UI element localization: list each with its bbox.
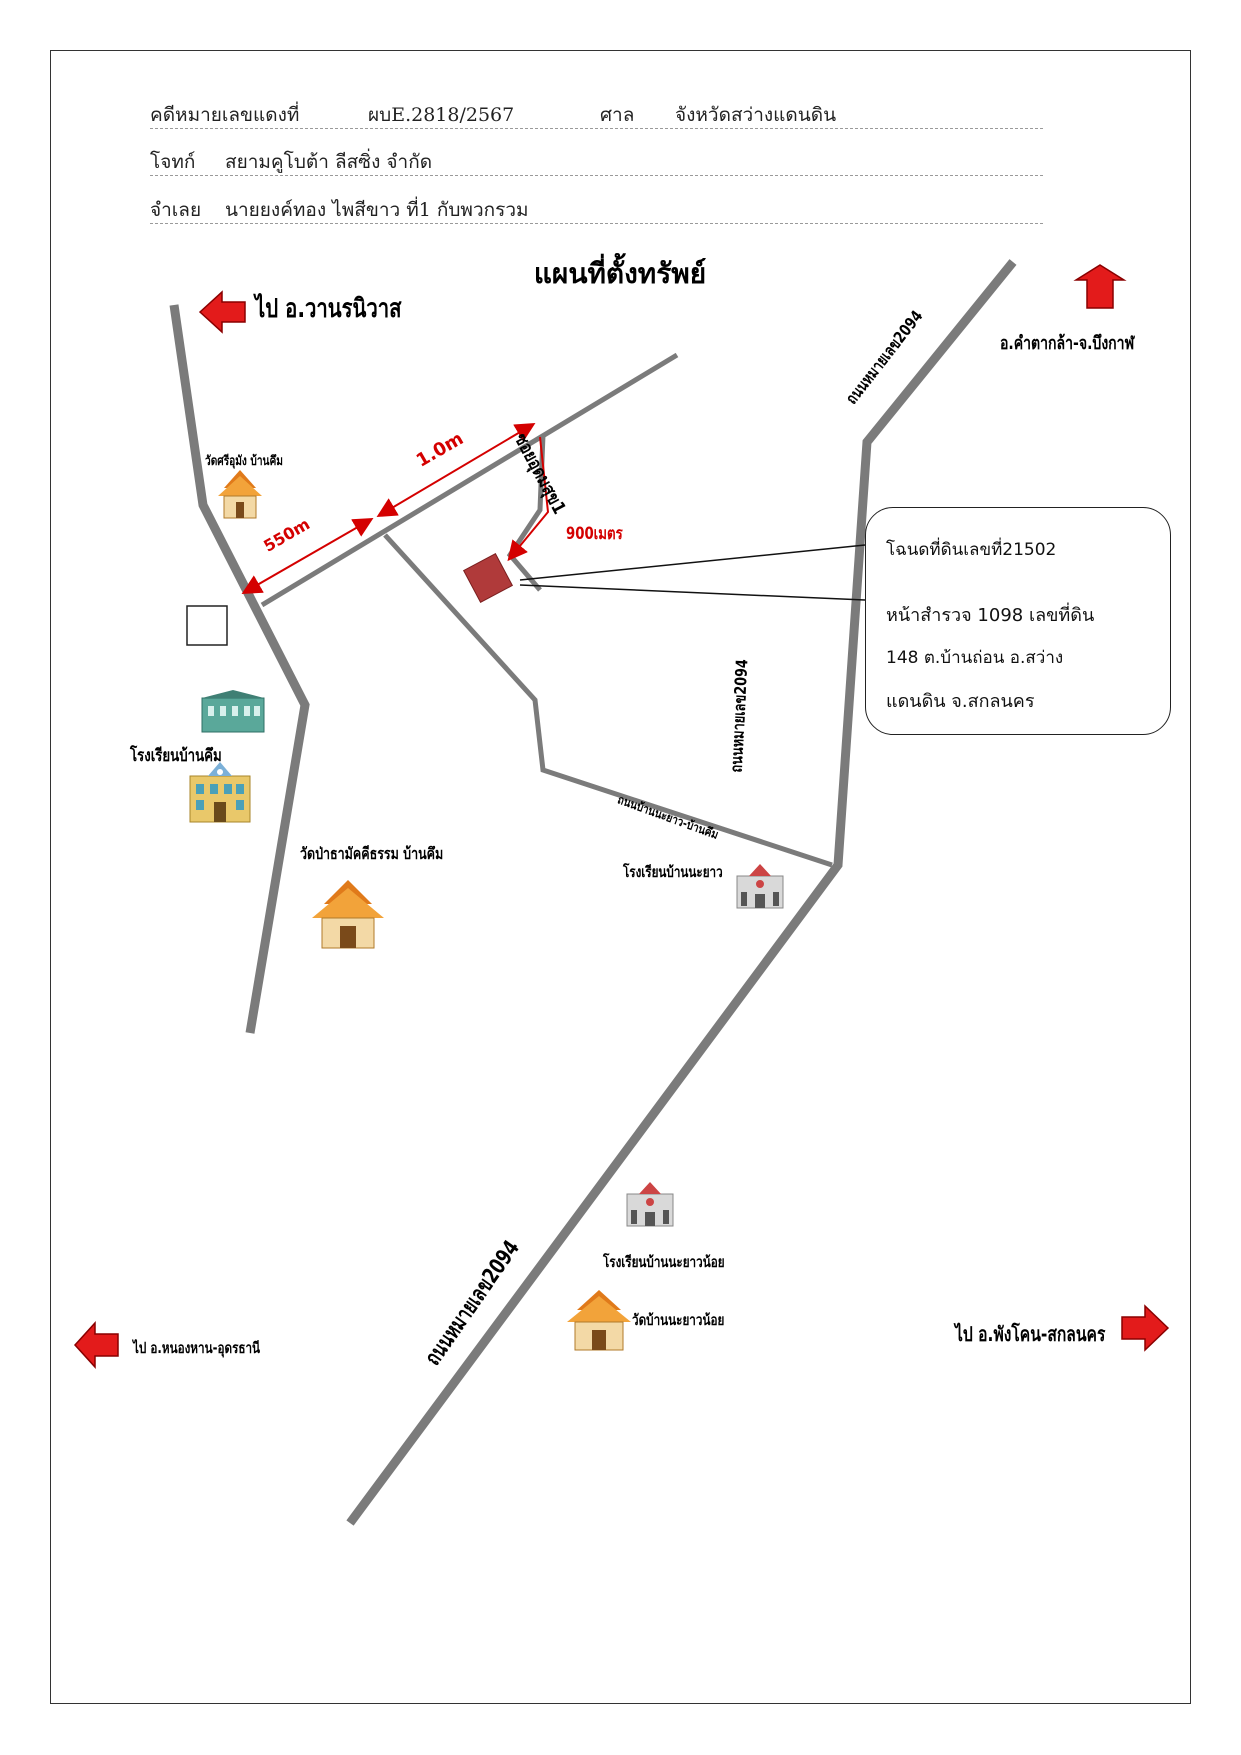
deed-line-1: โฉนดที่ดินเลขที่21502 — [886, 540, 1057, 560]
school-building-icon — [626, 1182, 674, 1227]
plaintiff-line: โจทก์ สยามคูโบต้า ลีสซิ่ง จำกัด — [150, 145, 1043, 176]
arrow-left-icon-bottom — [73, 1321, 119, 1369]
school-building-icon — [201, 690, 265, 733]
soi-road — [506, 434, 546, 592]
pointer-line-2 — [519, 584, 866, 601]
page-frame — [50, 50, 1191, 1704]
deed-line-2: หน้าสำรวจ 1098 เลขที่ดิน — [886, 605, 1095, 626]
school-building-icon — [189, 762, 251, 823]
landmark-label-school-2: โรงเรียนบ้านนะยาว — [623, 863, 723, 881]
defendant-line: จำเลย นายยงค์ทอง ไพสีขาว ที่1 กับพวกรวม — [150, 193, 1043, 224]
arrow-left-icon-top — [198, 290, 246, 334]
deed-line-3: 148 ต.บ้านถ่อน อ.สว่าง — [886, 648, 1064, 668]
direction-south-east: ไป อ.พังโคน-สกลนคร — [955, 1322, 1106, 1346]
plaintiff-name: สยามคูโบต้า ลีสซิ่ง จำกัด — [225, 151, 433, 173]
distance-label-900: 900เมตร — [566, 524, 623, 544]
deed-line-4: แดนดิน จ.สกลนคร — [886, 691, 1035, 712]
direction-north-east: อ.คำตากล้า-จ.บึงกาฬ — [1000, 333, 1135, 354]
highway-2094 — [346, 259, 1017, 1526]
distance-arrow-1km — [376, 422, 536, 518]
defendant-name: นายยงค์ทอง ไพสีขาว ที่1 กับพวกรวม — [225, 199, 529, 221]
landmark-label-temple-2: วัดป่าธามัคคีธรรม บ้านคึม — [300, 844, 444, 863]
west-road — [169, 304, 310, 1034]
temple-icon — [567, 1290, 631, 1351]
defendant-label: จำเลย — [150, 199, 202, 221]
direction-south-west: ไป อ.หนองหาน-อุดรธานี — [133, 1339, 261, 1357]
case-number: ผบE.2818/2567 — [368, 104, 515, 126]
distance-arrow-550 — [241, 518, 374, 594]
map-title: แผนที่ตั้งทรัพย์ — [533, 257, 707, 290]
temple-icon — [218, 470, 262, 519]
empty-square-marker — [186, 605, 228, 646]
local-road — [383, 533, 833, 868]
distance-arrow-900 — [507, 436, 550, 562]
deed-info-box: โฉนดที่ดินเลขที่21502 หน้าสำรวจ 1098 เลข… — [865, 507, 1171, 735]
direction-north-west: ไป อ.วานรนิวาส — [255, 294, 402, 324]
arrow-up-icon — [1073, 264, 1127, 309]
landmark-label-temple-1: วัดศรีอุมัง บ้านคึม — [205, 454, 283, 469]
court-name: จังหวัดสว่างแดนดิน — [675, 104, 837, 126]
landmark-label-school-1: โรงเรียนบ้านคึม — [130, 746, 222, 766]
temple-icon — [312, 880, 384, 949]
property-marker-icon — [462, 552, 514, 604]
arrow-right-icon — [1121, 1304, 1170, 1352]
court-label: ศาล — [600, 104, 635, 126]
school-building-icon — [736, 864, 784, 909]
landmark-label-temple-3: วัดบ้านนะยาวน้อย — [632, 1311, 725, 1329]
pointer-line-1 — [519, 544, 866, 581]
landmark-label-school-3: โรงเรียนบ้านนะยาวน้อย — [603, 1253, 725, 1271]
case-line: คดีหมายเลขแดงที่ ผบE.2818/2567 ศาล จังหว… — [150, 98, 1043, 129]
plaintiff-label: โจทก์ — [150, 151, 196, 173]
case-label: คดีหมายเลขแดงที่ — [150, 104, 300, 126]
